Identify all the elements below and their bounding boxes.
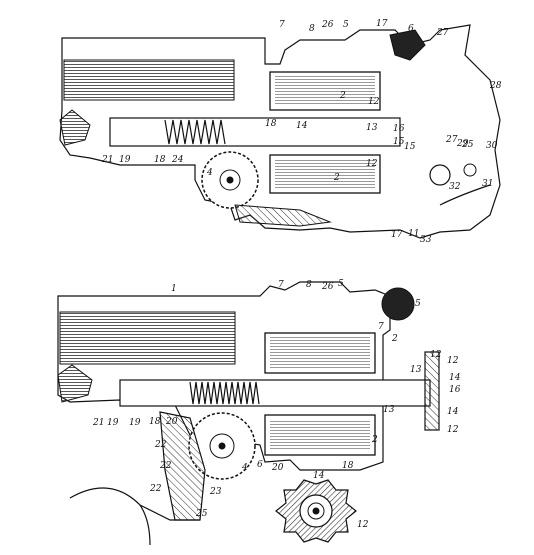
top-labels: 7 8 26 5 17 6 27 28 2 12 14 13 16 15 15 … xyxy=(101,19,502,245)
bottom-trigger-guard xyxy=(69,487,151,546)
top-label: 28 xyxy=(489,81,502,91)
bottom-label: 23 xyxy=(209,487,222,497)
bottom-barrel-bore xyxy=(59,311,236,365)
bottom-label: 22 xyxy=(154,440,167,450)
top-bottom-lever xyxy=(234,204,332,227)
top-label: 33 xyxy=(420,235,432,245)
bottom-label: 26 xyxy=(321,282,334,292)
top-label: 30 xyxy=(486,141,498,151)
bottom-panel xyxy=(57,281,440,546)
top-label: 15 xyxy=(404,142,416,152)
top-label: 2 xyxy=(333,173,340,183)
bottom-label: 13 xyxy=(383,405,395,415)
top-label: 2 xyxy=(339,91,346,101)
top-label: 24 xyxy=(171,155,184,165)
top-lock-pivot xyxy=(463,163,477,177)
top-label: 12 xyxy=(366,159,378,169)
top-label: 17 xyxy=(376,19,388,29)
bottom-label: 19 xyxy=(129,418,141,428)
top-label: 31 xyxy=(482,179,493,189)
top-rear-spring xyxy=(439,184,491,206)
star-wheel-detail xyxy=(275,479,357,543)
top-center-rod xyxy=(109,117,401,147)
bottom-extended-rod xyxy=(119,379,431,407)
bottom-label: 5 xyxy=(415,299,421,309)
top-label: 27 xyxy=(445,135,458,145)
bottom-label: 2 xyxy=(391,334,398,344)
bottom-label: 5 xyxy=(338,279,344,289)
top-label: 6 xyxy=(408,24,414,34)
top-label: 5 xyxy=(343,20,349,30)
bottom-label: 18 xyxy=(149,417,161,427)
bottom-label: 4 xyxy=(241,463,248,473)
top-label: 25 xyxy=(461,140,474,150)
bottom-label: 12 xyxy=(447,425,459,435)
top-label: 18 xyxy=(154,155,166,165)
top-label: 4 xyxy=(206,168,213,178)
bottom-label: 7 xyxy=(378,322,384,332)
top-label: 29 xyxy=(456,139,469,149)
top-frame-body xyxy=(59,24,501,239)
bottom-label: 14 xyxy=(447,407,459,417)
top-spring xyxy=(164,119,226,145)
top-panel xyxy=(59,24,501,239)
bottom-label: 25 xyxy=(195,509,208,519)
bottom-label: 7 xyxy=(278,280,284,290)
bottom-spring xyxy=(189,381,260,405)
bottom-label: 20 xyxy=(165,417,178,427)
top-label: 16 xyxy=(393,124,405,134)
top-label: 13 xyxy=(366,123,378,133)
bottom-label: 6 xyxy=(257,460,263,470)
bottom-label: 12 xyxy=(357,520,369,530)
bottom-label: 12 xyxy=(430,350,442,360)
top-label: 32 xyxy=(449,182,461,192)
top-label: 27 xyxy=(436,28,449,38)
top-label: 15 xyxy=(393,137,405,147)
top-barrel-bore xyxy=(63,59,235,101)
top-rear-hook xyxy=(59,109,91,146)
bottom-label: 19 xyxy=(107,418,119,428)
bottom-label: 21 xyxy=(92,418,104,428)
bottom-label: 12 xyxy=(447,356,459,366)
top-label: 26 xyxy=(321,20,334,30)
bottom-label: 18 xyxy=(342,461,354,471)
bottom-label: 22 xyxy=(149,484,162,494)
top-trigger-pivot xyxy=(429,164,451,186)
top-hammer xyxy=(389,29,426,61)
top-label: 12 xyxy=(368,97,380,107)
bottom-label: 22 xyxy=(159,461,172,471)
bottom-star-wheel-side xyxy=(424,351,440,431)
top-label: 21 xyxy=(101,155,113,165)
top-label: 17 xyxy=(391,230,403,240)
bottom-label: 16 xyxy=(449,385,461,395)
bottom-label: 2 xyxy=(371,435,378,445)
top-label: 8 xyxy=(309,24,315,34)
top-label: 11 xyxy=(408,229,419,239)
top-label: 14 xyxy=(296,121,308,131)
bottom-label: 14 xyxy=(449,373,461,383)
top-label: 18 xyxy=(265,119,277,129)
bottom-labels: 1 7 8 26 5 5 7 2 12 12 14 13 16 14 12 13… xyxy=(92,279,461,530)
bottom-rear-hook xyxy=(57,364,93,403)
bottom-label: 20 xyxy=(271,463,284,473)
top-label: 19 xyxy=(119,155,131,165)
top-label: 7 xyxy=(279,20,285,30)
bottom-label: 1 xyxy=(171,284,177,294)
bottom-label: 8 xyxy=(306,280,312,290)
bottom-label: 14 xyxy=(313,471,325,481)
bottom-hammer xyxy=(381,287,415,321)
bottom-label: 13 xyxy=(410,365,422,375)
